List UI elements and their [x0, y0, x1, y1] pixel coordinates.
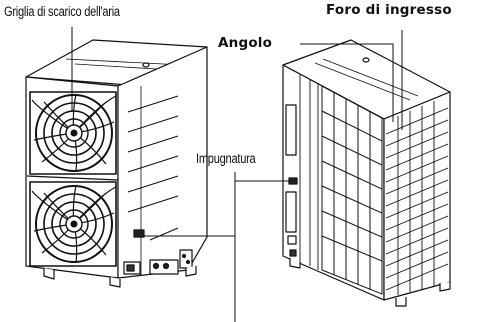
air-discharge-grille-top	[31, 93, 117, 173]
coil-grid-side	[321, 85, 383, 295]
label-corner: Angolo	[218, 35, 273, 51]
left-unit-side	[117, 46, 208, 279]
callout-lines	[71, 27, 403, 322]
left-unit-handle	[133, 229, 145, 238]
left-outdoor-unit	[25, 39, 208, 288]
inlet-grille	[385, 101, 449, 295]
air-discharge-grille-bottom	[31, 184, 117, 264]
callout-line-corner	[300, 43, 394, 122]
label-inlet-hole: Foro di ingresso	[326, 2, 452, 18]
side-louvers	[127, 95, 179, 241]
right-outdoor-unit	[282, 39, 451, 307]
label-handle: Impugnatura	[196, 151, 256, 166]
label-air-discharge-grille: Griglia di scarico dell'aria	[4, 4, 120, 19]
